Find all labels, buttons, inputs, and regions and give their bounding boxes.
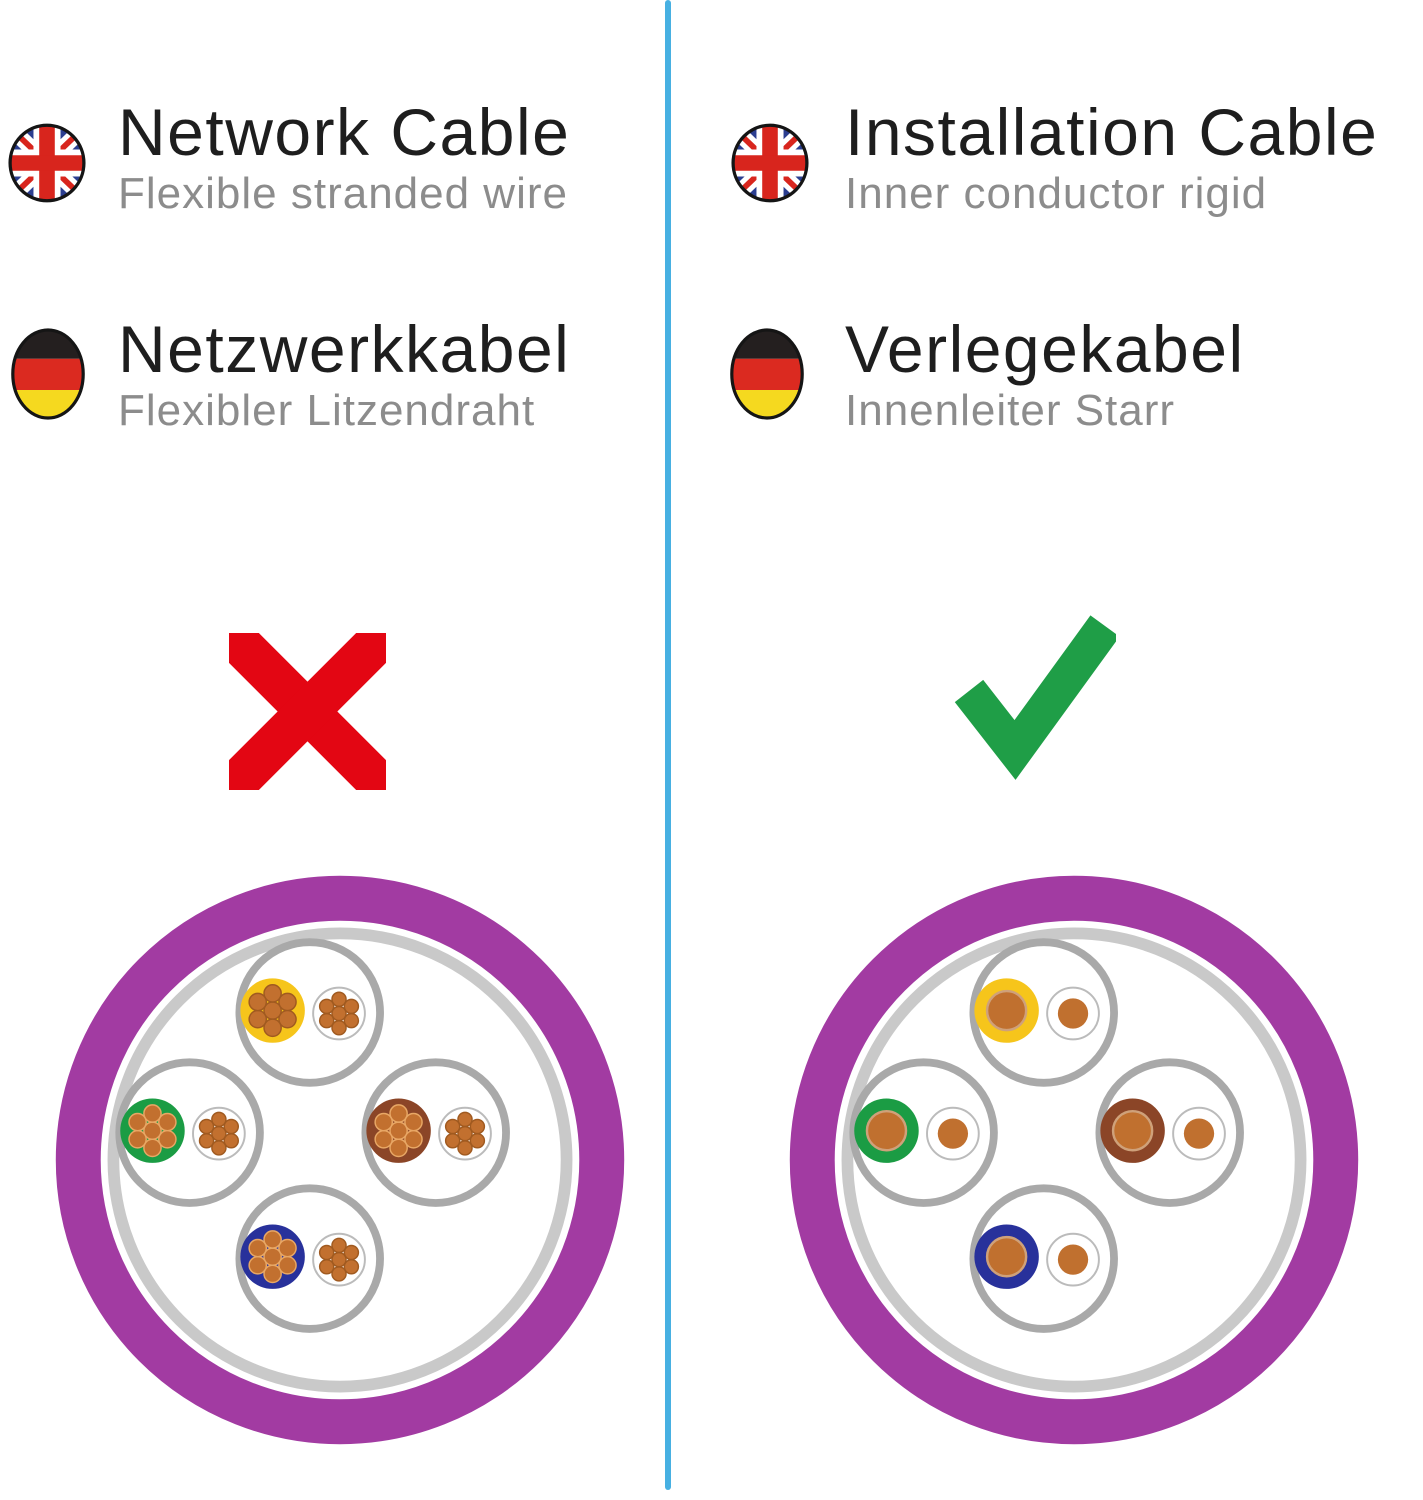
divider-line [665,0,671,1490]
green-check-icon [954,615,1116,780]
solid-cable-diagram [789,875,1359,1445]
english-label-block-left: Network Cable Flexible stranded wire [118,99,570,217]
column-subtitle-en: Flexible stranded wire [118,169,568,218]
red-cross-icon [229,633,386,790]
column-subtitle-de: Innenleiter Starr [845,386,1176,435]
english-label-block-right: Installation Cable Inner conductor rigid [845,99,1378,217]
column-title-de: Netzwerkkabel [118,312,571,386]
column-subtitle-en: Inner conductor rigid [845,169,1268,218]
uk-flag-icon [731,123,809,203]
column-subtitle-de: Flexibler Litzendraht [118,386,536,435]
column-title-en: Network Cable [118,95,571,169]
german-label-block-right: Verlegekabel Innenleiter Starr [845,316,1245,434]
germany-flag-icon [730,328,804,420]
german-label-block-left: Netzwerkkabel Flexibler Litzendraht [118,316,570,434]
column-title-de: Verlegekabel [845,312,1245,386]
uk-flag-icon [8,123,86,203]
germany-flag-icon [11,328,85,420]
stranded-cable-diagram [55,875,625,1445]
column-title-en: Installation Cable [845,95,1379,169]
